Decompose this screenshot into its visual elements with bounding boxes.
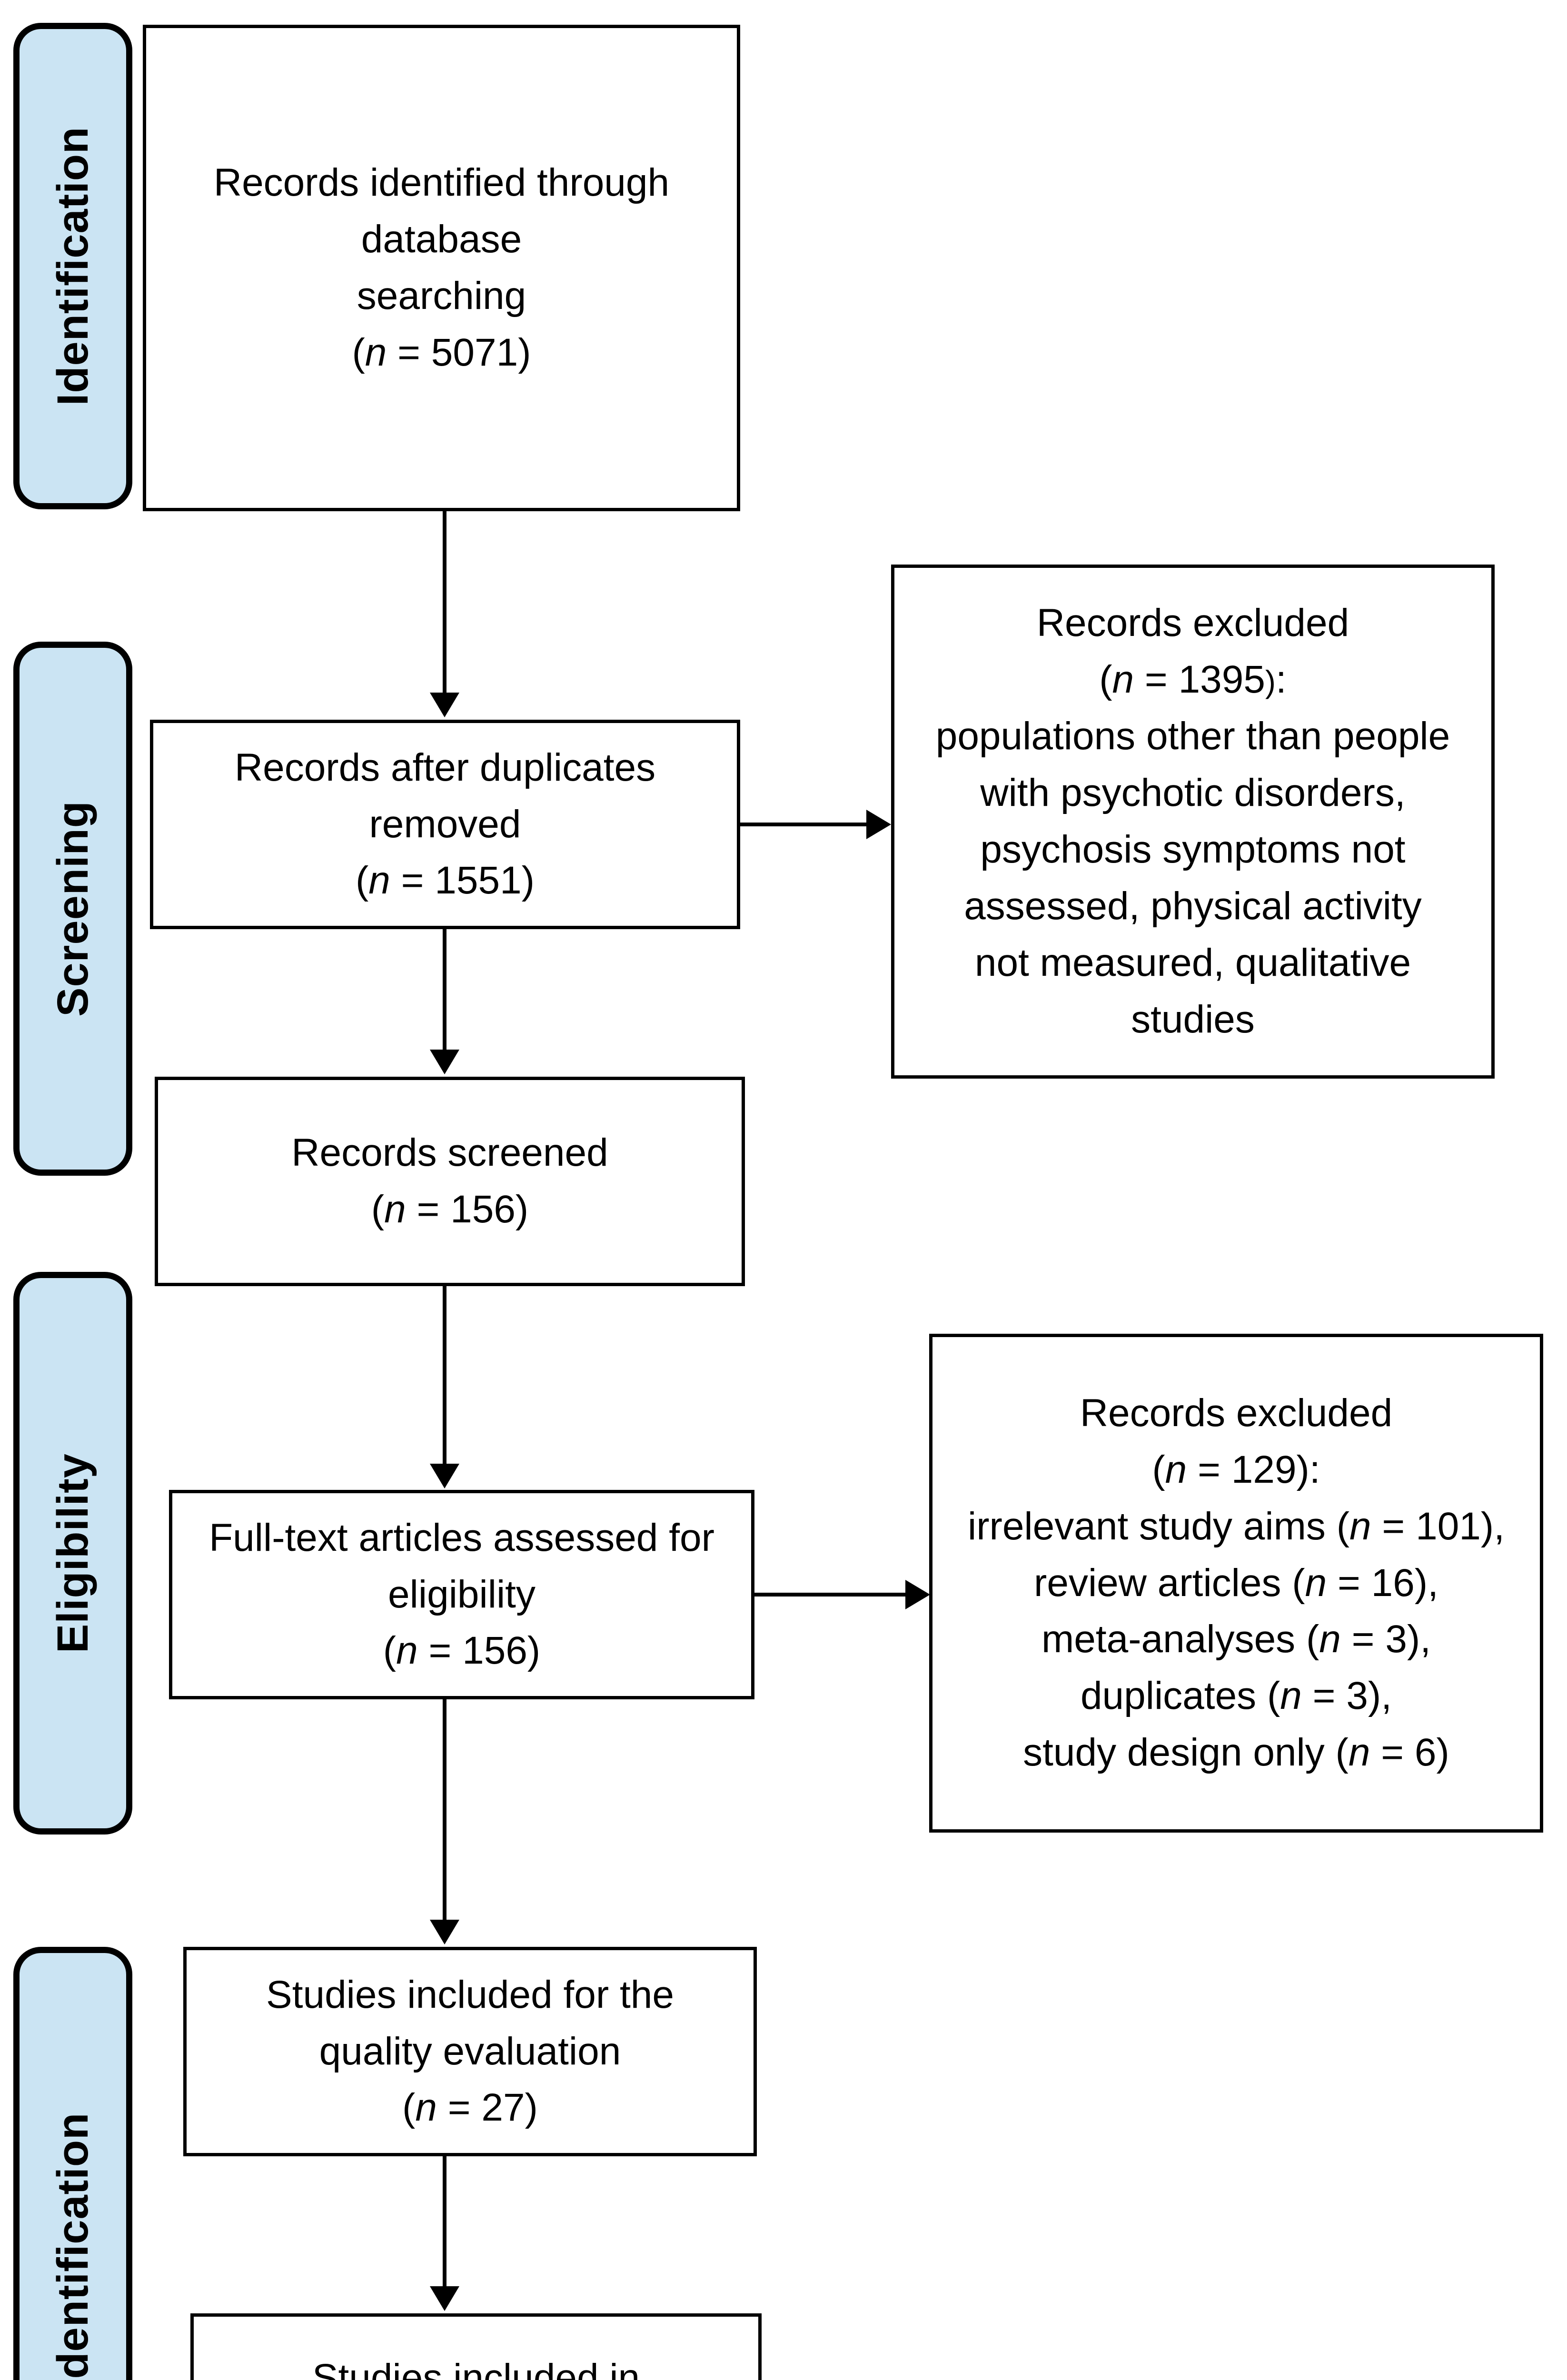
- records-identified-box: Records identified through database sear…: [143, 25, 740, 511]
- box-line-count: meta-analyses (n = 3),: [1041, 1617, 1431, 1661]
- arrow-duplicates-to-screened: [430, 1050, 459, 1074]
- box-line: removed: [369, 802, 521, 846]
- stage-label-eligibility: Eligibility: [49, 1453, 97, 1653]
- arrow-identified-to-duplicates: [430, 693, 459, 717]
- box-line-count: (n = 156): [383, 1629, 541, 1673]
- arrow-quality-to-meta: [430, 2286, 459, 2311]
- studies-quality-evaluation-box: Studies included for the quality evaluat…: [183, 1947, 757, 2156]
- stage-pill-identification-top: Identification: [13, 23, 132, 509]
- box-line: populations other than people: [935, 714, 1450, 758]
- stage-pill-identification-bottom: Identification: [13, 1947, 132, 2380]
- fulltext-assessed-box: Full-text articles assessed for eligibil…: [169, 1490, 754, 1699]
- connector-screened-to-fulltext: [443, 1286, 446, 1467]
- stage-label-identification-top: Identification: [49, 126, 98, 406]
- records-screened-box: Records screened (n = 156): [155, 1077, 745, 1286]
- connector-fulltext-to-excluded2: [754, 1593, 909, 1597]
- box-line-count: duplicates (n = 3),: [1080, 1674, 1392, 1718]
- box-line: searching: [357, 274, 526, 317]
- box-line: Records excluded: [1080, 1391, 1393, 1435]
- box-line: quality evaluation: [319, 2029, 621, 2073]
- records-excluded-eligibility-box: Records excluded (n = 129): irrelevant s…: [929, 1334, 1543, 1833]
- arrow-fulltext-to-quality: [430, 1920, 459, 1944]
- records-excluded-screening-box: Records excluded (n = 1395): populations…: [891, 565, 1495, 1079]
- box-line: Records identified through: [213, 161, 670, 205]
- box-line-count: (n = 156): [371, 1188, 529, 1231]
- arrow-fulltext-to-excluded2: [905, 1580, 930, 1609]
- box-line: eligibility: [388, 1572, 536, 1616]
- box-line: with psychotic disorders,: [980, 771, 1406, 815]
- connector-identified-to-duplicates: [443, 511, 446, 696]
- box-line-count: (n = 5071): [352, 330, 531, 374]
- arrow-duplicates-to-excluded1: [866, 810, 891, 839]
- box-line: not measured, qualitative: [974, 941, 1411, 984]
- box-line-count: review articles (n = 16),: [1034, 1561, 1438, 1605]
- connector-quality-to-meta: [443, 2156, 446, 2290]
- box-line: Full-text articles assessed for: [209, 1516, 714, 1559]
- box-line-count: irrelevant study aims (n = 101),: [968, 1504, 1505, 1548]
- box-line: Studies included for the: [266, 1973, 674, 2016]
- studies-meta-analysis-box: Studies included in meta-analysis (n = 2…: [190, 2313, 762, 2380]
- stage-label-screening: Screening: [49, 801, 98, 1017]
- connector-fulltext-to-quality: [443, 1699, 446, 1923]
- box-line-count: (n = 1551): [355, 859, 535, 902]
- box-line: studies: [1131, 997, 1255, 1041]
- box-line: Records excluded: [1036, 601, 1349, 645]
- box-line: Studies included in: [312, 2356, 640, 2380]
- connector-duplicates-to-screened: [443, 929, 446, 1053]
- stage-pill-eligibility: Eligibility: [13, 1272, 132, 1835]
- box-line: Records after duplicates: [234, 745, 656, 789]
- stage-label-identification-bottom: Identification: [49, 2112, 98, 2380]
- arrow-screened-to-fulltext: [430, 1464, 459, 1488]
- box-line-count: (n = 1395):: [1099, 658, 1287, 702]
- box-line: Records screened: [291, 1131, 608, 1175]
- stage-pill-screening: Screening: [13, 642, 132, 1176]
- box-line-count: (n = 129):: [1152, 1448, 1320, 1491]
- connector-duplicates-to-excluded1: [740, 823, 870, 826]
- box-line: psychosis symptoms not: [980, 828, 1406, 871]
- box-line: database: [361, 218, 522, 261]
- records-after-duplicates-box: Records after duplicates removed (n = 15…: [150, 720, 740, 929]
- box-line: assessed, physical activity: [964, 884, 1422, 928]
- box-line-count: (n = 27): [402, 2086, 538, 2130]
- box-line-count: study design only (n = 6): [1023, 1731, 1449, 1775]
